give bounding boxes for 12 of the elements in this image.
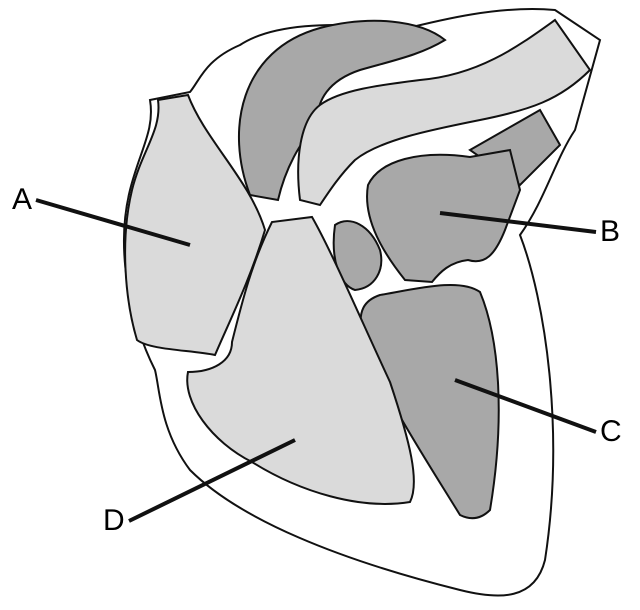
heart-chamber — [366, 149, 521, 283]
callout-letter: B — [600, 216, 620, 248]
callout-letter: D — [103, 505, 125, 537]
callout-letter: C — [600, 416, 622, 448]
heart-chamber — [124, 94, 266, 356]
leader-line — [35, 198, 191, 247]
leader-line — [454, 378, 597, 434]
callout-letter: A — [12, 184, 32, 216]
leader-line — [128, 438, 296, 523]
heart-chamber — [360, 284, 500, 520]
heart-chamber — [186, 216, 415, 505]
leader-line — [440, 211, 596, 234]
